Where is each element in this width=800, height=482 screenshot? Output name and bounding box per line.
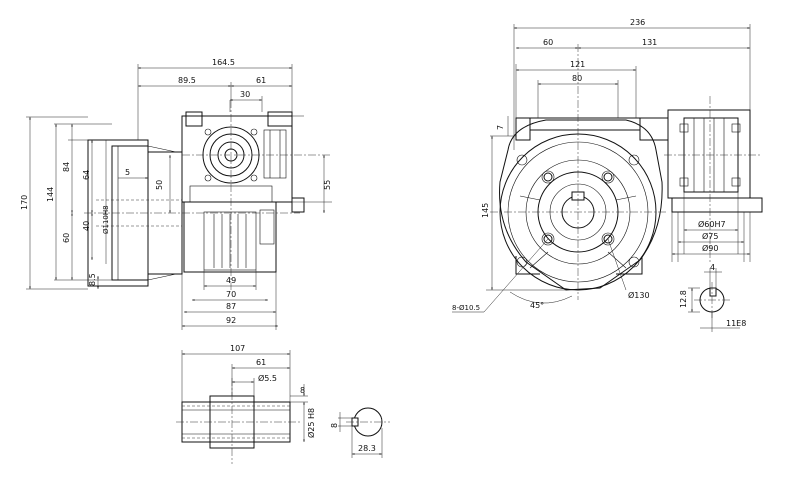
angle-arc-45 [509,291,573,304]
dim-164-5: 164.5 [212,58,235,67]
dim-70: 70 [226,290,236,299]
dim-92: 92 [226,316,236,325]
dim-12-8: 12.8 [679,290,688,308]
dim-60: 60 [62,233,71,243]
front-shaft-end: 4 12.8 11E8 [679,263,746,332]
dim-64: 64 [82,170,91,180]
dim-60h7: Ø60H7 [698,219,726,229]
dim-131: 131 [642,38,657,47]
front-housing [499,117,669,291]
dim-25h8: Ø25 H8 [306,408,316,438]
dim-5-5: Ø5.5 [258,373,277,383]
shaft-view: 107 61 Ø5.5 8 Ø25 H8 8 28.3 [176,344,390,464]
dim-61-shaft: 61 [256,358,266,367]
dim-5: 5 [125,168,130,177]
dim-87: 87 [226,302,236,311]
dim-8a: 8 [300,386,305,395]
dim-89-5: 89.5 [178,76,196,85]
dim-145: 145 [481,203,490,218]
side-gear-body [183,201,277,273]
dim-8-5: 8.5 [88,273,97,286]
dim-40: 40 [82,221,91,231]
dim-144: 144 [46,187,55,202]
dim-4: 4 [710,263,715,272]
side-worm-housing [181,111,305,213]
dim-45: 45° [530,301,544,310]
dim-8-holes: 8-Ø10.5 [452,304,480,312]
leader-8-holes [483,238,549,313]
side-view: 164.5 89.5 61 30 170 144 84 64 60 40 8.5… [20,58,332,330]
dim-236: 236 [630,18,645,27]
dim-8b: 8 [330,423,339,428]
dim-7: 7 [496,125,505,130]
front-view: 236 60 131 121 80 7 145 Ø60H7 Ø75 Ø90 Ø1… [452,18,763,332]
dim-170: 170 [20,195,29,210]
dim-90: Ø90 [702,243,718,253]
dim-49: 49 [226,276,236,285]
dim-110h8: Ø110H8 [102,205,110,234]
dim-75: Ø75 [702,231,718,241]
leader-130 [607,238,627,291]
front-input-flange [667,109,763,213]
dim-80: 80 [572,74,582,83]
dim-107: 107 [230,344,245,353]
dim-61: 61 [256,76,266,85]
dim-84: 84 [62,162,71,172]
dim-60-front: 60 [543,38,553,47]
dim-55: 55 [323,180,332,190]
side-extension-lines [26,64,332,330]
dim-11e8: 11E8 [726,319,746,328]
dim-30: 30 [240,90,250,99]
dim-130: Ø130 [628,290,650,300]
dim-121: 121 [570,60,585,69]
dim-28-3: 28.3 [358,444,376,453]
dim-50: 50 [155,180,164,190]
